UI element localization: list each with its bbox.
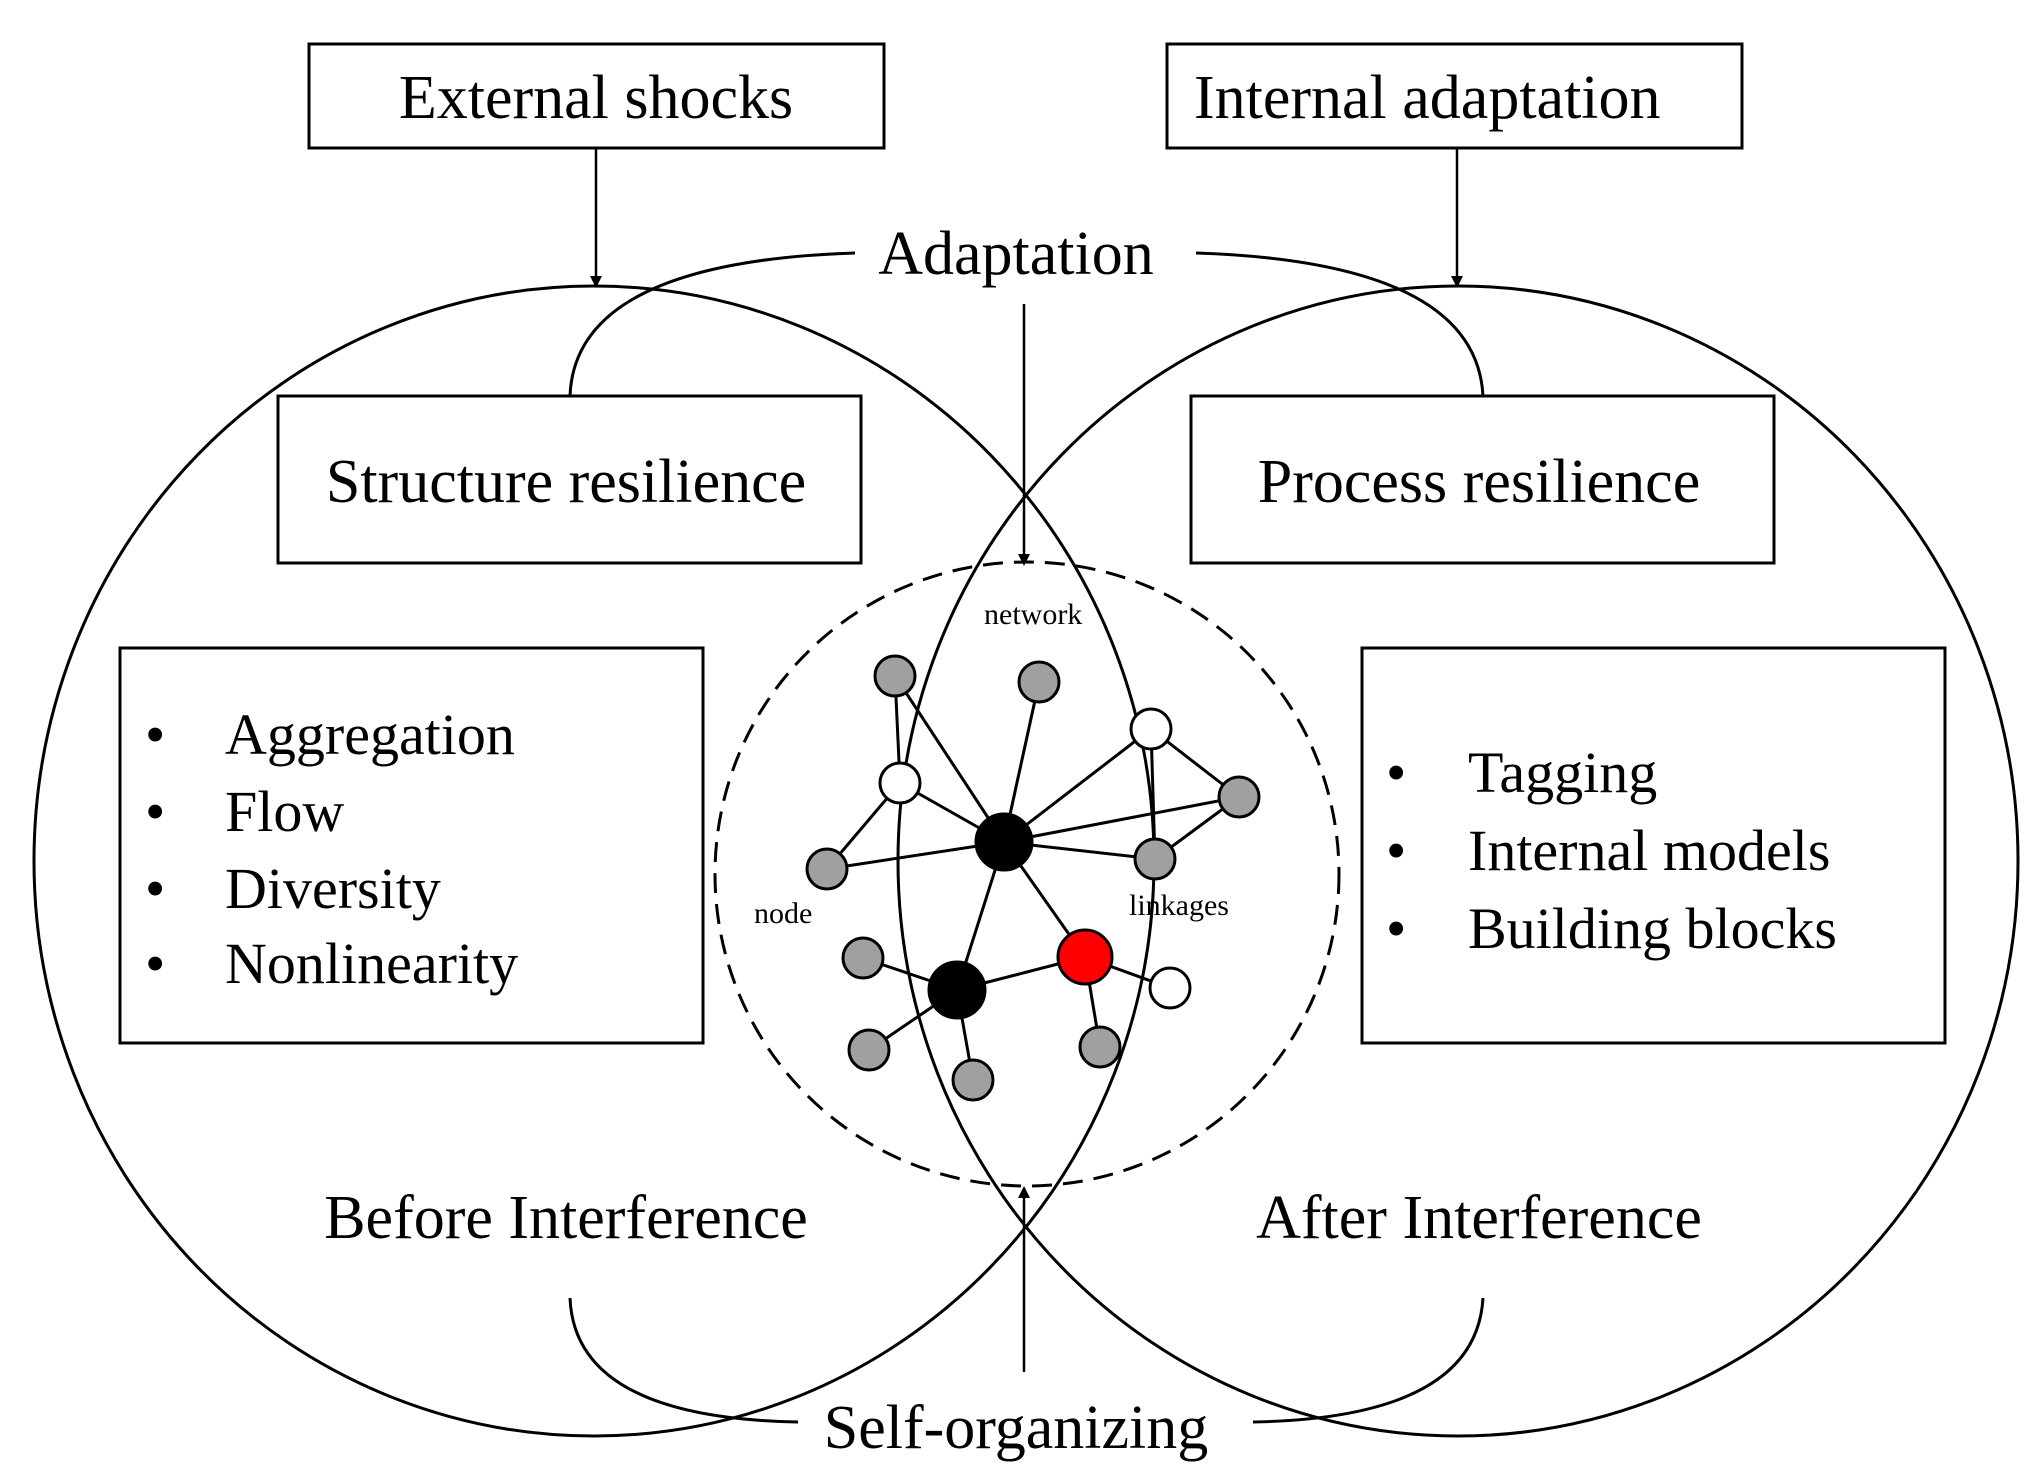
list-bullet: • bbox=[145, 856, 165, 921]
list-bullet: • bbox=[145, 779, 165, 844]
self-organizing-arc-left bbox=[568, 1297, 799, 1424]
list-bullet: • bbox=[1386, 740, 1406, 805]
process-resilience-label: Process resilience bbox=[1258, 448, 1700, 516]
list-bullet: • bbox=[145, 702, 165, 767]
self-organizing-label: Self-organizing bbox=[824, 1394, 1209, 1462]
node-gray bbox=[1017, 660, 1061, 704]
node-gray bbox=[805, 847, 849, 891]
linkage bbox=[1003, 727, 1152, 844]
internal-adaptation-box bbox=[1165, 42, 1744, 150]
linkage bbox=[826, 840, 1005, 871]
linkage bbox=[893, 675, 1006, 843]
after-interference-label: After Interference bbox=[1256, 1184, 1702, 1252]
list-bullet: • bbox=[1386, 896, 1406, 961]
node-white bbox=[1148, 966, 1192, 1010]
node-red bbox=[1056, 928, 1114, 986]
list-bullet: • bbox=[1386, 818, 1406, 883]
node-gray bbox=[1217, 775, 1261, 819]
structure-properties-box bbox=[118, 646, 705, 1045]
list-item: Nonlinearity bbox=[225, 931, 518, 996]
network-nodes bbox=[805, 654, 1261, 1102]
list-item: Aggregation bbox=[225, 702, 515, 767]
self-organizing-arc-right bbox=[1252, 1297, 1485, 1424]
list-item: Flow bbox=[225, 779, 344, 844]
process-resilience-box bbox=[1189, 394, 1776, 565]
structure-resilience-box bbox=[276, 394, 863, 565]
adaptation-label: Adaptation bbox=[878, 220, 1154, 288]
node-gray bbox=[847, 1028, 891, 1072]
adaptation-arc-left bbox=[568, 251, 856, 397]
structure-resilience-label: Structure resilience bbox=[326, 448, 806, 516]
before-interference-label: Before Interference bbox=[324, 1184, 808, 1252]
hub-node-black bbox=[974, 812, 1034, 872]
external-shocks-label: External shocks bbox=[399, 64, 793, 132]
internal-adaptation-label: Internal adaptation bbox=[1194, 64, 1661, 132]
node-gray bbox=[951, 1058, 995, 1102]
adaptation-arc-right bbox=[1195, 251, 1485, 397]
list-bullet: • bbox=[145, 931, 165, 996]
node-gray bbox=[841, 936, 885, 980]
network-label: network bbox=[984, 598, 1082, 631]
hub-node-black bbox=[927, 960, 987, 1020]
list-item: Diversity bbox=[225, 856, 441, 921]
linkage bbox=[1003, 795, 1240, 844]
process-properties-box bbox=[1360, 646, 1947, 1045]
list-item: Internal models bbox=[1468, 818, 1830, 883]
node-white bbox=[878, 761, 922, 805]
node-gray bbox=[1078, 1025, 1122, 1069]
network-boundary-circle bbox=[713, 560, 1341, 1188]
linkages-label: linkages bbox=[1129, 889, 1229, 922]
node-white bbox=[1129, 707, 1173, 751]
linkage bbox=[1149, 728, 1157, 860]
list-item: Tagging bbox=[1468, 740, 1657, 805]
external-shocks-box bbox=[307, 42, 886, 150]
node-gray bbox=[873, 654, 917, 698]
node-gray bbox=[1133, 837, 1177, 881]
structure-properties-list: • Aggregation • Flow • Diversity • Nonli… bbox=[145, 702, 518, 996]
node-label: node bbox=[754, 897, 812, 930]
network-linkages bbox=[825, 675, 1240, 1081]
list-item: Building blocks bbox=[1468, 896, 1837, 961]
process-properties-list: • Tagging • Internal models • Building b… bbox=[1386, 740, 1837, 961]
